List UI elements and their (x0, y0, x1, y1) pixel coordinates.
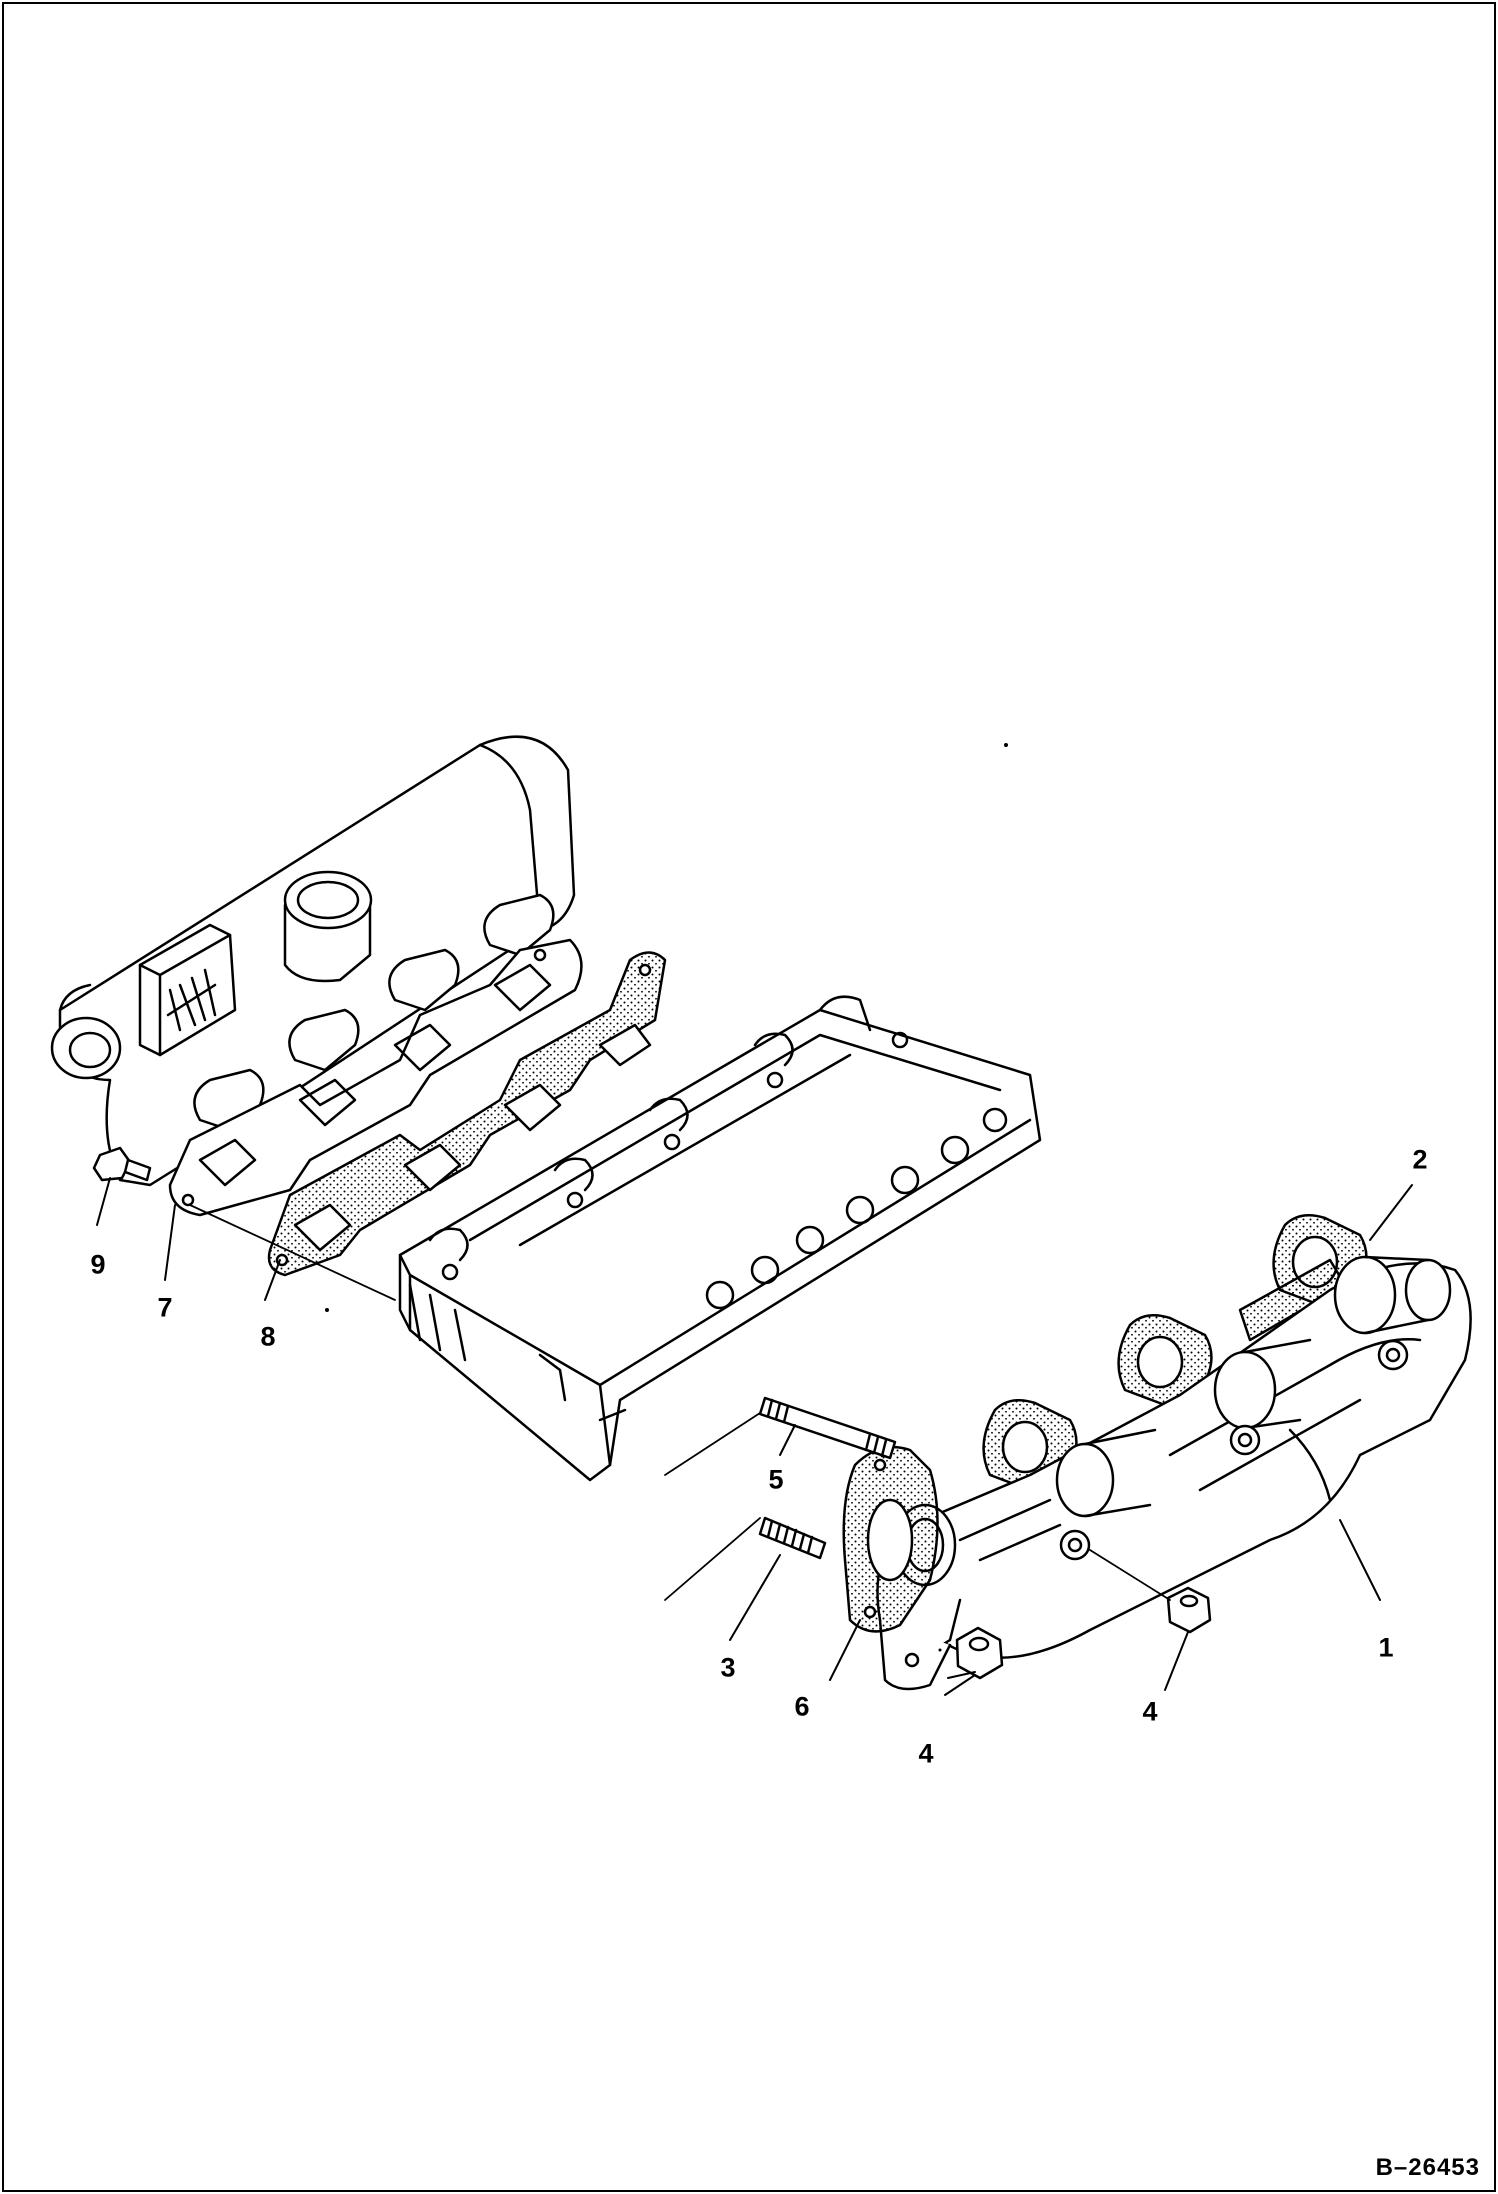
intake-gasket (267, 951, 667, 1277)
cylinder-head (398, 995, 1042, 1482)
outlet-gasket (842, 1445, 939, 1633)
callout-9: 9 (90, 1249, 106, 1280)
callout-6: 6 (794, 1691, 810, 1722)
intake-manifold (50, 735, 583, 1217)
alignment-lines (189, 1204, 1171, 1601)
callout-5: 5 (768, 1464, 784, 1495)
callout-2: 2 (1412, 1144, 1428, 1175)
hex-nut-upper (1166, 1586, 1212, 1634)
callout-4-lower: 4 (918, 1738, 934, 1769)
callout-4-upper: 4 (1142, 1696, 1158, 1727)
stud-short (758, 1516, 827, 1560)
stud-long (758, 1396, 897, 1460)
hex-nut-lower (955, 1626, 1004, 1680)
leader-lines (96, 1177, 1413, 1696)
figure-number: B–26453 (1375, 2154, 1480, 2181)
callout-3: 3 (720, 1652, 736, 1683)
scan-specks (325, 743, 1008, 1652)
callout-8: 8 (260, 1321, 276, 1352)
screw (92, 1146, 152, 1182)
callout-7: 7 (157, 1292, 173, 1323)
callout-1: 1 (1378, 1632, 1394, 1663)
